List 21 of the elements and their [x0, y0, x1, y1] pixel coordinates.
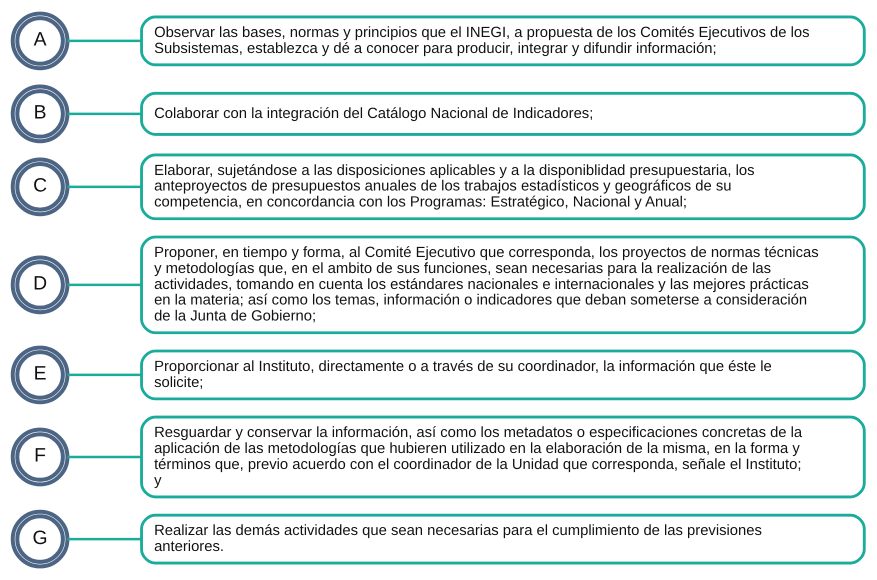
- connector: [68, 112, 142, 116]
- connector: [68, 284, 142, 286]
- node-box: Proponer, en tiempo y forma, al Comité Ejecutivo que corresponda, los proyectos de normas técnicas y metodologías que, en el ambito de sus funciones, sean necesarias para la realización de las actividades, tomando en cuenta los estándares nacionales e internacionales y las mejores prácticas en la materia; así como los temas, información o indicadores que deban someterse a consideración de la Junta de Gobierno;: [140, 236, 866, 334]
- node-box: Colaborar con la integración del Catálogo Nacional de Indicadores;: [140, 92, 866, 136]
- node-circle: E: [10, 346, 70, 404]
- node-box: Resguardar y conservar la información, así como los metadatos o especificaciones concretas de la aplicación de las metodologías que hubieren utilizado en la elaboración de la misma, en la forma y términos que, previo acuerdo con el coordinador de la Unidad que corresponda, señale el Instituto; y: [140, 416, 866, 498]
- node-circle: D: [10, 256, 70, 314]
- connector: [68, 456, 142, 458]
- node-circle: F: [10, 428, 70, 486]
- node-box: Elaborar, sujetándose a las disposiciones aplicables y a la disponiblidad presupuestaria, los anteproyectos de presupuestos anuales de los trabajos estadísticos y geográficos de su competencia, en concordancia con los Programas: Estratégico, Nacional y Anual;: [140, 153, 866, 220]
- connector: [68, 40, 142, 42]
- node-circle: C: [10, 157, 70, 216]
- node-box: Proporcionar al Instituto, directamente o a través de su coordinador, la información que éste le solicite;: [140, 350, 866, 400]
- node-circle: G: [10, 510, 70, 568]
- connector: [68, 374, 142, 376]
- node-box: Realizar las demás actividades que sean necesarias para el cumplimiento de las previsiones anteriores.: [140, 514, 866, 564]
- connector: [68, 186, 142, 188]
- node-circle: A: [10, 12, 70, 70]
- connector: [68, 538, 142, 540]
- node-box: Observar las bases, normas y principios que el INEGI, a propuesta de los Comités Ejecutivos de los Subsistemas, establezca y dé a conocer para producir, integrar y difundir información;: [140, 16, 866, 66]
- node-circle: B: [10, 84, 70, 144]
